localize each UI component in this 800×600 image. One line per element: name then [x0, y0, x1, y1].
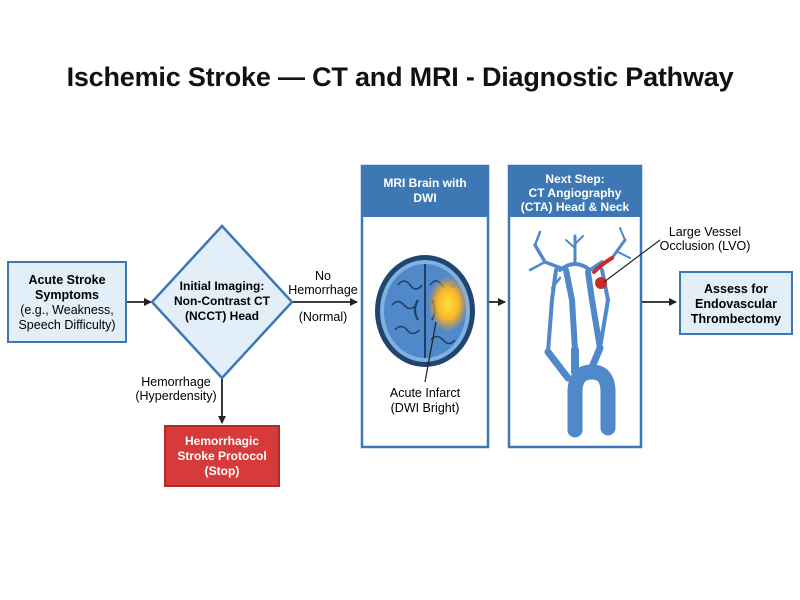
symptoms-line-2: Symptoms — [35, 288, 99, 302]
cta-panel-header — [508, 165, 642, 217]
initial-imaging-diamond — [150, 224, 294, 380]
lvo-annotation-line-2: Occlusion (LVO) — [660, 239, 751, 253]
hemorrhagic-line-3: (Stop) — [205, 464, 240, 478]
assess-box — [679, 271, 793, 335]
node-initial-imaging: Initial Imaging: Non-Contrast CT (NCCT) … — [150, 224, 294, 380]
symptoms-line-3: (e.g., Weakness, — [20, 303, 114, 317]
symptoms-line-4: Speech Difficulty) — [18, 318, 115, 332]
brain-dwi-illustration — [375, 255, 475, 367]
edge-label-hemorrhage: Hemorrhage — [141, 375, 211, 389]
cta-header-line-3: (CTA) Head & Neck — [521, 200, 630, 214]
occlusion-marker — [595, 277, 607, 289]
node-acute-stroke-symptoms: Acute Stroke Symptoms (e.g., Weakness, S… — [7, 261, 127, 343]
initial-imaging-line-3: (NCCT) Head — [185, 309, 259, 323]
edge-label-normal: (Normal) — [299, 310, 348, 324]
mri-header-line-2: DWI — [413, 191, 436, 205]
cta-header-line-1: Next Step: — [545, 172, 604, 186]
assess-line-2: Endovascular — [695, 297, 777, 311]
mri-caption-line-2: (DWI Bright) — [391, 401, 460, 415]
hemorrhagic-box — [164, 425, 280, 487]
hemorrhagic-line-1: Hemorrhagic — [185, 434, 259, 448]
lvo-pointer — [603, 239, 661, 283]
symptoms-box — [7, 261, 127, 343]
edge-label-hemorrhage-no: Hemorrhage — [288, 283, 358, 297]
initial-imaging-line-1: Initial Imaging: — [180, 279, 265, 293]
node-hemorrhagic-protocol: Hemorrhagic Stroke Protocol (Stop) — [164, 425, 280, 487]
assess-line-3: Thrombectomy — [691, 312, 781, 326]
infarct-pointer — [424, 321, 437, 383]
page-title: Ischemic Stroke — CT and MRI - Diagnosti… — [66, 62, 734, 92]
edge-label-hyperdensity: (Hyperdensity) — [135, 389, 216, 403]
hemorrhagic-line-2: Stroke Protocol — [177, 449, 266, 463]
lvo-annotation-line-1: Large Vessel — [669, 225, 741, 239]
node-assess-thrombectomy: Assess for Endovascular Thrombectomy — [679, 271, 793, 335]
symptoms-line-1: Acute Stroke — [28, 273, 105, 287]
edge-label-no: No — [315, 269, 331, 283]
mri-header-line-1: MRI Brain with — [383, 176, 466, 190]
mri-caption-line-1: Acute Infarct — [390, 386, 461, 400]
node-mri-panel: MRI Brain with DWI Acute Infarct (DWI Br… — [360, 164, 490, 449]
initial-imaging-line-2: Non-Contrast CT — [174, 294, 271, 308]
infarct-highlight — [428, 276, 468, 332]
cta-header-line-2: CT Angiography — [529, 186, 622, 200]
assess-line-1: Assess for — [704, 282, 768, 296]
node-cta-panel: Next Step: CT Angiography (CTA) Head & N… — [507, 164, 661, 449]
mri-panel-header — [361, 165, 489, 217]
